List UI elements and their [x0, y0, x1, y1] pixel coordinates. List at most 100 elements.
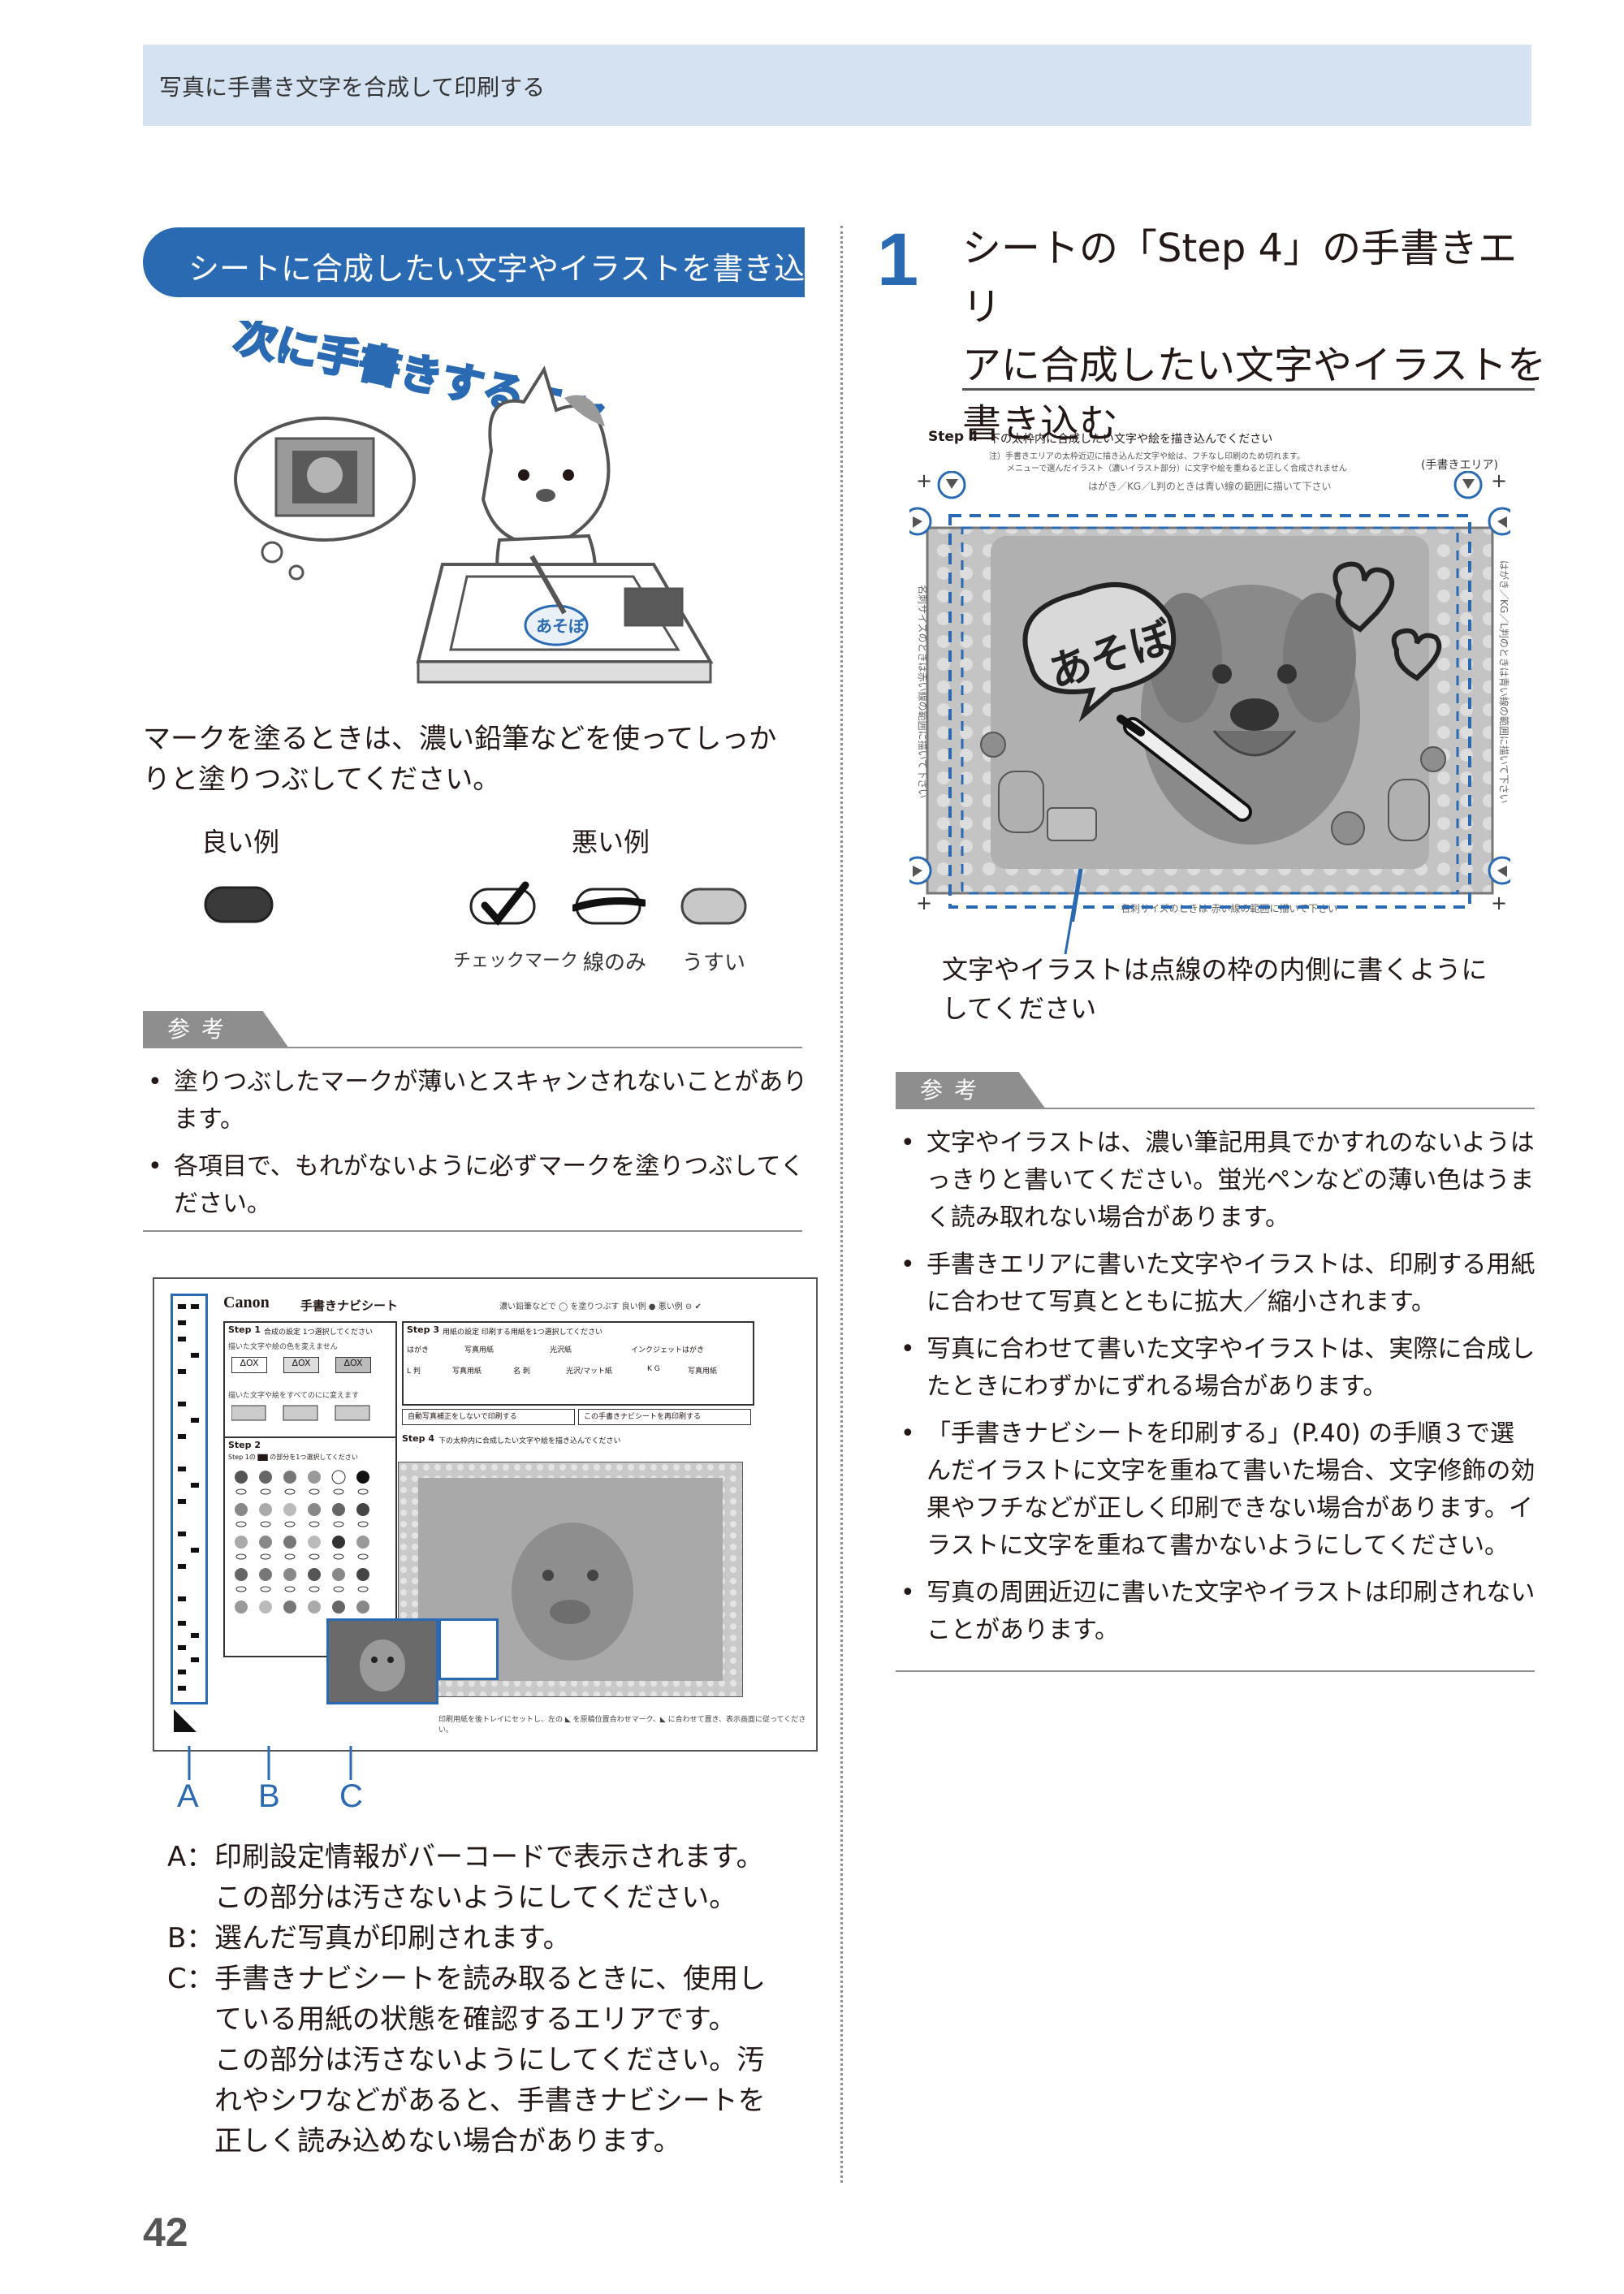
- instruction-text: マークを塗るときは、濃い鉛筆などを使ってしっか りと塗りつぶしてください。: [143, 719, 825, 800]
- page-header-title: 写真に手書き文字を合成して印刷する: [159, 74, 546, 101]
- good-mark-example: [204, 886, 274, 923]
- reference-rule-bottom: [143, 1230, 802, 1232]
- step1-option: ΔOX: [335, 1357, 371, 1373]
- reference-badge: 参考: [143, 1011, 289, 1048]
- step3-row-item: はがき: [407, 1346, 430, 1354]
- step2-title: Step 2: [228, 1440, 261, 1450]
- fig-plus-mark: +: [1491, 892, 1507, 914]
- step1-title: Step 1: [228, 1324, 261, 1335]
- definition-line: この部分は汚さないようにしてください。: [214, 1881, 737, 1914]
- fig-plus-mark: +: [916, 471, 932, 492]
- reference-rule: [143, 1047, 802, 1048]
- step1-option: ΔOX: [231, 1357, 267, 1373]
- step-title: シートの「Step 4」の手書きエリ アに合成したい文字やイラストを 書き込む: [962, 219, 1547, 453]
- illustration-bubble-text: あそぼ: [536, 616, 585, 636]
- step3-desc: 用紙の設定 印刷する用紙を1つ選択してください: [443, 1328, 603, 1337]
- definition-key: C：: [167, 1963, 214, 1995]
- step3-panel: Step 3 用紙の設定 印刷する用紙を1つ選択してください はがき 写真用紙 …: [402, 1321, 754, 1406]
- definition-list: A： 印刷設定情報がバーコードで表示されます。 この部分は汚さないようにしてくだ…: [167, 1837, 817, 2162]
- note-item: 「手書きナビシートを印刷する」(P.40) の手順３で選んだイラストに文字を重ね…: [896, 1415, 1537, 1565]
- caption-line: してください: [942, 993, 1097, 1024]
- definition-text: 印刷設定情報がバーコードで表示されます。 この部分は汚さないようにしてください。: [214, 1837, 764, 1918]
- abc-leader-lines: [188, 1746, 352, 1780]
- sheet-title: 手書きナビシート: [300, 1298, 399, 1313]
- position-mark-icon: [174, 1709, 197, 1732]
- step2-desc: Step 1の ▇▇ の部分を1つ選択してください: [228, 1454, 358, 1461]
- section-title: シートに合成したい文字やイラストを書き込む: [188, 251, 836, 287]
- fig-side-guide-left: 名刺サイズのときは赤い線の範囲に描いて下さい: [917, 585, 929, 798]
- definition-A: A： 印刷設定情報がバーコードで表示されます。 この部分は汚さないようにしてくだ…: [167, 1837, 817, 1918]
- reference-rule: [896, 1108, 1535, 1109]
- definition-text: 選んだ写真が印刷されます。: [214, 1918, 571, 1959]
- step4-title: Step 4: [402, 1433, 434, 1444]
- step4-desc: 下の太枠内に合成したい文字や絵を描き込んでください: [438, 1437, 621, 1445]
- definition-key: B：: [167, 1922, 214, 1955]
- instruction-line: マークを塗るときは、濃い鉛筆などを使ってしっか: [143, 723, 777, 755]
- barcode-marks: [178, 1304, 199, 1691]
- definition-line: ている用紙の状態を確認するエリアです。: [214, 2003, 736, 2036]
- label-A: A: [177, 1778, 199, 1814]
- fig-note: メニューで選んだイラスト（濃いイラスト部分）に文字や絵を重ねると正しく合成されま…: [1007, 464, 1347, 473]
- panel-divider: [225, 1436, 395, 1438]
- definition-C: C： 手書きナビシートを読み取るときに、使用し ている用紙の状態を確認するエリア…: [167, 1959, 817, 2162]
- definition-line: 正しく読み込めない場合があります。: [214, 2125, 681, 2158]
- photo-area-B: [326, 1618, 438, 1704]
- step1-step2-panel: Step 1 合成の設定 1つ選択してください 描いた文字や絵の色を変えません …: [223, 1321, 397, 1657]
- reference-rule-bottom: [896, 1670, 1535, 1672]
- step3-row-item: 名 刺: [513, 1367, 530, 1376]
- fig-plus-mark: +: [1491, 471, 1507, 492]
- step3-row-item: 写真用紙: [464, 1346, 495, 1354]
- sheet-brand: Canon: [223, 1294, 270, 1311]
- instruction-line: りと塗りつぶしてください。: [143, 763, 501, 796]
- fig-top-guide: はがき／KG／L判のときは青い線の範囲に描いて下さい: [1088, 481, 1332, 492]
- checkmark-example: [469, 881, 536, 927]
- note-item: 手書きエリアに書いた文字やイラストは、印刷する用紙に合わせて写真とともに拡大／縮…: [896, 1246, 1537, 1321]
- step3-button: この手書きナビシートを再印刷する: [578, 1409, 751, 1425]
- step1-desc: 合成の設定 1つ選択してください: [264, 1328, 374, 1337]
- label-B: B: [258, 1778, 280, 1814]
- note-item: 写真の周囲近辺に書いた文字やイラストは印刷されないことがあります。: [896, 1575, 1537, 1649]
- step3-row-item: 光沢紙: [550, 1346, 572, 1354]
- definition-line: れやシワなどがあると、手書きナビシートを: [214, 2084, 766, 2117]
- step3-button: 自動写真補正をしないで印刷する: [402, 1409, 575, 1425]
- caption-line: 文字やイラストは点線の枠の内側に書くように: [942, 954, 1488, 985]
- note-item: 文字やイラストは、濃い筆記用具でかすれのないようはっきりと書いてください。蛍光ペ…: [896, 1125, 1537, 1237]
- bad-example-faint-label: うすい: [682, 951, 746, 975]
- note-item: 各項目で、もれがないように必ずマークを塗りつぶしてください。: [143, 1148, 809, 1223]
- reference-notes-right: 文字やイラストは、濃い筆記用具でかすれのないようはっきりと書いてください。蛍光ペ…: [896, 1125, 1537, 1659]
- figure-caption: 文字やイラストは点線の枠の内側に書くように してください: [942, 950, 1527, 1028]
- step2-illustration-grid: [235, 1470, 369, 1614]
- step-title-rule: [962, 388, 1535, 391]
- step3-title: Step 3: [407, 1324, 439, 1335]
- step-title-line: アに合成したい文字やイラストを: [962, 343, 1547, 388]
- bad-example-checkmark-label: チェックマーク: [453, 951, 579, 971]
- column-divider: [840, 226, 843, 2183]
- definition-text: 手書きナビシートを読み取るときに、使用し ている用紙の状態を確認するエリアです。…: [214, 1959, 766, 2162]
- note-item: 塗りつぶしたマークが薄いとスキャンされないことがあります。: [143, 1064, 809, 1138]
- step3-row-item: インクジェットはがき: [631, 1346, 705, 1354]
- step-title-line: 書き込む: [962, 401, 1119, 447]
- header-bar: [143, 45, 1531, 126]
- barcode-area-A: [171, 1294, 208, 1704]
- definition-line: 印刷設定情報がバーコードで表示されます。: [214, 1841, 764, 1873]
- fig-area-label: (手書きエリア): [1421, 459, 1498, 472]
- definition-key: A：: [167, 1841, 214, 1873]
- fig-step-desc: 下の太枠内に合成したい文字や絵を描き込んでください: [989, 433, 1273, 446]
- definition-line: 選んだ写真が印刷されます。: [214, 1922, 571, 1955]
- step1-option: ΔOX: [283, 1357, 319, 1373]
- step1-row2-text: 描いた文字や絵をすべてのにに変えます: [228, 1392, 360, 1400]
- fig-note: 注）手書きエリアの太枠近辺に描き込んだ文字や絵は、フチなし印刷のため切れます。: [989, 452, 1305, 461]
- cat-writing-illustration: 次に手書きするニャ あそぼ: [229, 321, 714, 684]
- faint-mark-example: [680, 888, 747, 925]
- reference-badge: 参考: [896, 1072, 1046, 1109]
- step3-row-item: 写真用紙: [688, 1367, 718, 1376]
- label-C: C: [339, 1778, 363, 1814]
- step3-row-item: K G: [647, 1365, 660, 1373]
- sheet-header-note: 濃い鉛筆などで ◯ を塗りつぶす 良い例 ● 悪い例 ⊖ ✔: [499, 1303, 702, 1311]
- section-title-banner: [143, 227, 805, 297]
- step1-row2-options: [231, 1405, 370, 1421]
- definition-line: 手書きナビシートを読み取るときに、使用し: [214, 1963, 766, 1995]
- line-only-example: [572, 888, 646, 925]
- paper-check-area-C: [438, 1618, 499, 1680]
- step3-row-item: L 判: [407, 1367, 421, 1376]
